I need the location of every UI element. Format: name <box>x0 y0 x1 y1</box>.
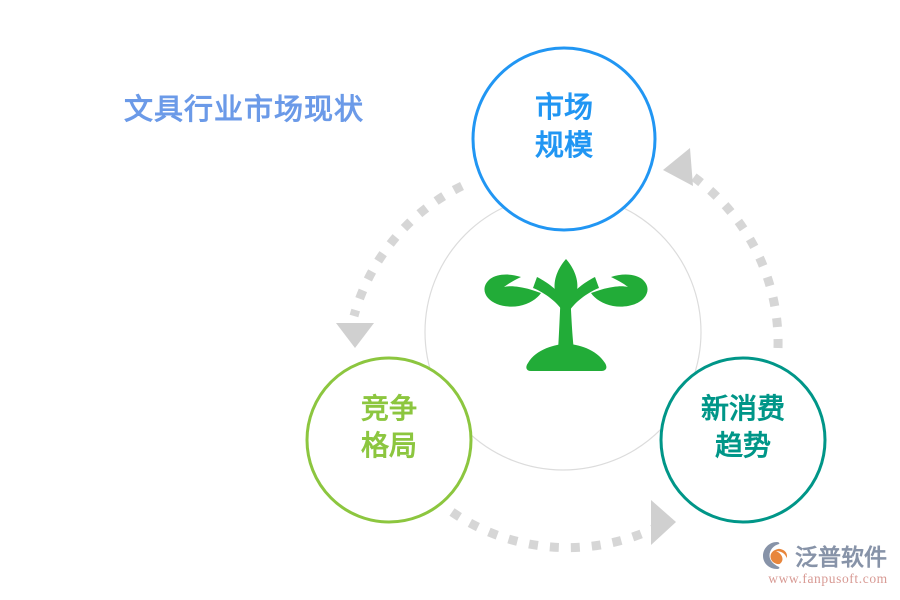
sprout-icon <box>484 259 648 371</box>
node-label-market-scale: 市场 规模 <box>534 90 593 163</box>
watermark-brand: 泛普软件 <box>795 545 887 571</box>
node-circle-new-consumption-trend[interactable] <box>659 356 827 524</box>
arrow-market-to-competition <box>336 181 464 348</box>
arrow-competition-to-consumption <box>449 500 676 553</box>
node-circle-market-scale[interactable] <box>471 46 657 232</box>
node-label-competition-landscape: 竞争 格局 <box>360 392 417 462</box>
node-circle-competition-landscape[interactable] <box>305 356 473 524</box>
node-label-new-consumption-trend: 新消费 趋势 <box>700 392 785 462</box>
fanpu-logo-icon <box>763 541 787 569</box>
page-title: 文具行业市场现状 <box>124 92 365 126</box>
watermark-url: www.fanpusoft.com <box>768 571 888 586</box>
watermark: 泛普软件 www.fanpusoft.com <box>762 540 894 588</box>
arrow-consumption-to-market <box>663 148 783 349</box>
